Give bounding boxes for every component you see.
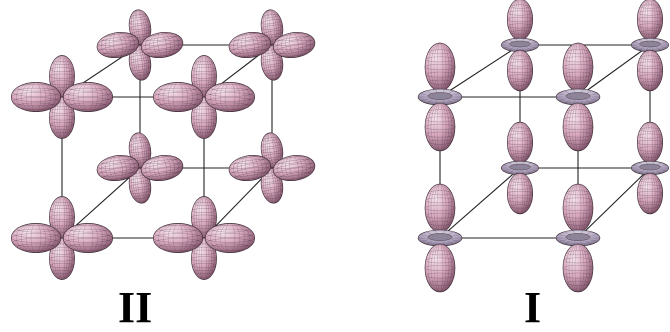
cloverleaf-orbital: [152, 196, 256, 280]
dumbbell-orbital: [417, 183, 463, 293]
orbital-lobe-top: [636, 121, 664, 164]
orbital-lobe-top: [424, 183, 456, 233]
lattice-edge: [577, 167, 651, 239]
orbital-torus: [555, 229, 601, 247]
orbital-torus: [500, 37, 539, 53]
orbital-lobe-left: [96, 31, 140, 59]
orbital-lobe-top: [506, 121, 534, 164]
lattice-edge: [439, 44, 521, 98]
dumbbell-orbital: [555, 42, 601, 152]
orbital-lobe-left: [10, 82, 62, 112]
cloverleaf-orbital: [228, 132, 316, 204]
lattice-edge: [577, 44, 651, 98]
orbital-lobe-right: [140, 31, 184, 59]
orbital-lobe-top: [49, 55, 75, 98]
orbital-lobe-top: [506, 0, 534, 41]
orbital-torus: [500, 160, 539, 176]
lattice-panel-ii: [10, 9, 316, 280]
cloverleaf-orbital: [96, 132, 184, 204]
lattice-panel-i: [417, 0, 669, 293]
dumbbell-orbital: [630, 0, 669, 92]
orbital-lobe-right: [204, 223, 256, 253]
cloverleaf-orbital: [152, 55, 256, 139]
orbital-lobe-top: [562, 183, 594, 233]
orbital-torus: [555, 88, 601, 106]
orbital-lobe-top: [424, 42, 456, 92]
cloverleaf-orbital: [228, 9, 316, 81]
orbital-lobe-bottom: [49, 96, 75, 139]
orbital-lobe-left: [152, 223, 204, 253]
orbital-lobe-bottom: [506, 49, 534, 92]
cloverleaf-orbital: [96, 9, 184, 81]
orbital-torus: [417, 88, 463, 106]
orbital-lobe-left: [152, 82, 204, 112]
dumbbell-orbital: [500, 0, 539, 92]
orbital-lobe-left: [228, 31, 272, 59]
orbital-lobe-bottom: [49, 237, 75, 280]
orbital-lobe-right: [272, 154, 316, 182]
dumbbell-orbital: [555, 183, 601, 293]
orbital-torus: [630, 160, 669, 176]
dumbbell-orbital: [417, 42, 463, 152]
orbital-torus: [630, 37, 669, 53]
orbital-lobe-left: [228, 154, 272, 182]
cloverleaf-orbital: [10, 196, 114, 280]
orbital-lobe-right: [140, 154, 184, 182]
orbital-lobe-right: [204, 82, 256, 112]
orbital-lobe-bottom: [562, 102, 594, 152]
dumbbell-orbital: [630, 121, 669, 215]
orbital-lobe-top: [636, 0, 664, 41]
orbital-lobe-left: [96, 154, 140, 182]
orbital-lobe-right: [272, 31, 316, 59]
orbital-lobe-bottom: [506, 172, 534, 215]
lattice-edge: [439, 167, 521, 239]
orbital-lobe-left: [10, 223, 62, 253]
orbital-torus: [417, 229, 463, 247]
cloverleaf-orbital: [10, 55, 114, 139]
orbital-lobe-bottom: [191, 237, 217, 280]
orbital-lobe-bottom: [424, 243, 456, 293]
panel-label-ii: II: [118, 283, 153, 332]
panel-label-i: I: [524, 283, 542, 332]
orbital-lobe-bottom: [562, 243, 594, 293]
dumbbell-orbital: [500, 121, 539, 215]
orbital-lobe-bottom: [424, 102, 456, 152]
orbital-lobe-bottom: [636, 49, 664, 92]
orbital-lobe-right: [62, 82, 114, 112]
orbital-lobe-right: [62, 223, 114, 253]
orbital-lobe-top: [562, 42, 594, 92]
orbital-lobe-bottom: [636, 172, 664, 215]
orbital-lobe-bottom: [191, 96, 217, 139]
